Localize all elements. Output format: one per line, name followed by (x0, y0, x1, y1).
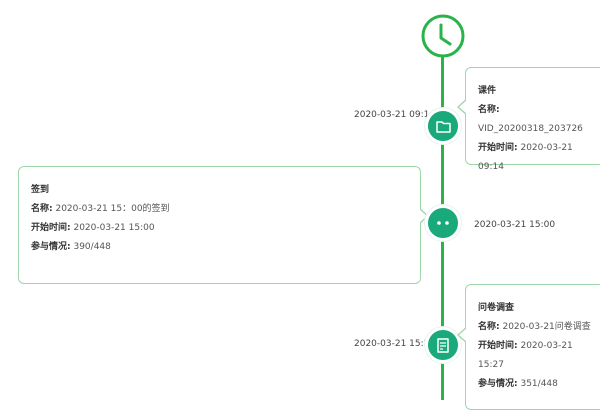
event-node[interactable] (425, 205, 461, 241)
name-label: 名称: (31, 204, 53, 214)
event-time: 2020-03-21 09:14 (354, 110, 436, 120)
event-start-row: 开始时间: 2020-03-21 09:14 (478, 139, 597, 177)
start-value: 2020-03-21 09:14 (478, 143, 573, 172)
event-title: 签到 (31, 185, 50, 195)
event-name-row: 名称: VID_20200318_203726 (478, 101, 597, 139)
participation-label: 参与情况: (478, 379, 518, 389)
name-label: 名称: (478, 322, 500, 332)
event-card[interactable]: 问卷调查 名称: 2020-03-21问卷调查 开始时间: 2020-03-21… (457, 284, 600, 410)
clock-icon (421, 14, 465, 58)
participation-value: 351/448 (520, 379, 558, 389)
name-value: VID_20200318_203726 (478, 124, 583, 134)
start-label: 开始时间: (478, 341, 518, 351)
event-name-row: 名称: 2020-03-21问卷调查 (478, 318, 597, 337)
participation-label: 参与情况: (31, 242, 71, 252)
start-value: 2020-03-21 15:00 (73, 223, 155, 233)
start-value: 2020-03-21 15:27 (478, 341, 573, 370)
event-title: 问卷调查 (478, 303, 515, 313)
participation-value: 390/448 (73, 242, 111, 252)
event-node[interactable] (425, 108, 461, 144)
name-label: 名称: (478, 105, 500, 115)
event-node[interactable] (425, 327, 461, 363)
name-value: 2020-03-21 15：00的签到 (55, 204, 170, 214)
start-label: 开始时间: (478, 143, 518, 153)
event-time: 2020-03-21 15:27 (354, 339, 436, 349)
folder-icon (435, 120, 451, 133)
event-start-row: 开始时间: 2020-03-21 15:27 (478, 337, 597, 375)
event-card[interactable]: 课件 名称: VID_20200318_203726 开始时间: 2020-03… (457, 67, 600, 172)
name-value: 2020-03-21问卷调查 (502, 322, 591, 332)
event-start-row: 开始时间: 2020-03-21 15:00 (31, 219, 408, 238)
sign-in-icon (437, 221, 449, 225)
event-card[interactable]: 签到 名称: 2020-03-21 15：00的签到 开始时间: 2020-03… (18, 166, 429, 284)
event-time: 2020-03-21 15:00 (474, 220, 556, 230)
event-participation-row: 参与情况: 351/448 (478, 375, 597, 394)
start-label: 开始时间: (31, 223, 71, 233)
questionnaire-icon (437, 337, 449, 353)
event-title: 课件 (478, 86, 497, 96)
event-name-row: 名称: 2020-03-21 15：00的签到 (31, 200, 408, 219)
event-participation-row: 参与情况: 390/448 (31, 238, 408, 257)
